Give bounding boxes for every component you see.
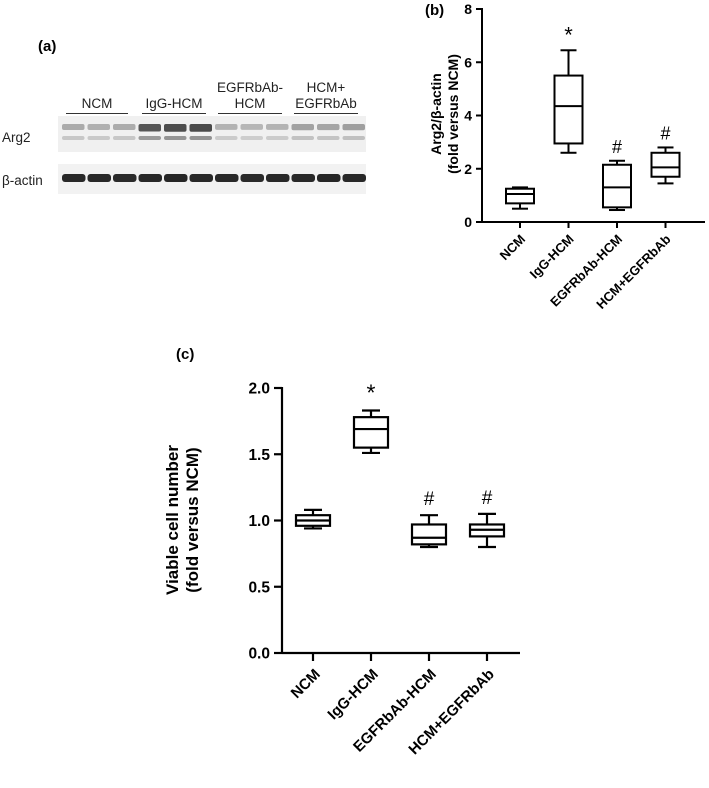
blot-group-underline-2 [218,113,282,115]
actin-bands [62,174,366,182]
arg2-band-lower [87,136,110,140]
y-tick-label: 2 [464,161,472,177]
box-0 [505,186,535,210]
arg2-band-lower [113,136,136,140]
arg2-band-lower [62,136,85,140]
arg2-band-lower [215,136,238,140]
arg2-band-lower [240,136,263,140]
box-iqr [352,416,390,449]
y-tick-label: 2.0 [248,381,270,398]
actin-band [62,174,86,182]
actin-band [317,174,341,182]
arg2-band [113,124,136,131]
blot-image [58,116,366,194]
arg2-band [189,124,212,132]
actin-band [164,174,188,182]
y-tick-label: 0.0 [248,646,270,663]
y-tick-label: 0 [464,214,472,230]
actin-band [215,174,239,182]
arg2-band-lower [266,136,289,140]
actin-band [113,174,137,182]
box-2 [410,514,448,549]
box-iqr [602,163,632,209]
significance-hash: # [424,489,435,510]
actin-band [266,174,290,182]
x-tick-label: IgG-HCM [527,232,577,282]
box-iqr [650,151,681,178]
arg2-blot-background [58,116,366,152]
box-0 [294,508,332,530]
y-tick-label: 4 [464,108,472,124]
box-3 [650,146,681,185]
arg2-band [240,124,263,130]
arg2-band-lower [317,136,340,140]
actin-band [240,174,264,182]
y-tick-label: 1.5 [248,447,270,464]
arg2-band [317,124,340,131]
box-2 [602,159,632,212]
blot-group-label-0: NCM [81,96,113,111]
arg2-band-lower [291,136,314,140]
actin-band [87,174,111,182]
arg2-band [87,124,110,130]
arg2-bands [62,124,365,140]
blot-row-label-actin: β-actin [2,173,43,188]
significance-asterisk: * [564,22,573,47]
box-1 [352,409,390,455]
y-tick-label: 1.0 [248,513,270,530]
box-iqr [410,523,448,546]
panel-c-label: (c) [176,346,195,363]
actin-band [189,174,213,182]
actin-band [138,174,162,182]
y-axis-label: (fold versus NCM) [183,447,202,592]
blot-group-underline-0 [66,113,128,115]
arg2-band-lower [164,136,187,140]
box-1 [553,49,584,154]
arg2-band [164,124,187,132]
y-axis-label: Viable cell number [163,445,182,595]
significance-hash: # [482,488,493,509]
arg2-band-lower [138,136,161,140]
box-iqr [505,187,535,205]
significance-asterisk: * [367,380,376,406]
arg2-band-lower [189,136,212,140]
blot-group-underline-3 [294,113,358,115]
arg2-band [215,124,238,130]
y-tick-label: 6 [464,54,472,70]
actin-band [291,174,315,182]
y-tick-label: 0.5 [248,579,270,596]
y-axis-label: Arg2/β-actin [428,73,444,155]
x-tick-label: IgG-HCM [324,666,381,723]
box-3 [468,512,506,549]
y-tick-label: 8 [464,1,472,17]
significance-hash: # [660,123,670,143]
significance-hash: # [612,137,622,157]
actin-band [342,174,366,182]
blot-group-label-2: EGFRbAb- HCM [216,80,284,111]
panel-b-label: (b) [425,2,445,19]
arg2-band [342,124,365,131]
arg2-band [291,124,314,131]
blot-group-label-1: IgG-HCM [145,96,203,111]
arg2-band-lower [342,136,365,140]
arg2-band [138,124,161,132]
arg2-band [62,124,85,131]
blot-group-underline-1 [142,113,206,115]
box-iqr [553,74,584,145]
x-tick-label: NCM [497,232,529,264]
panel-a-label: (a) [38,38,57,55]
blot-row-label-arg2: Arg2 [2,130,31,145]
y-axis-label: (fold versus NCM) [445,54,461,174]
x-tick-label: NCM [288,666,324,702]
arg2-band [266,124,289,130]
blot-group-label-3: HCM+ EGFRbAb [295,80,357,111]
